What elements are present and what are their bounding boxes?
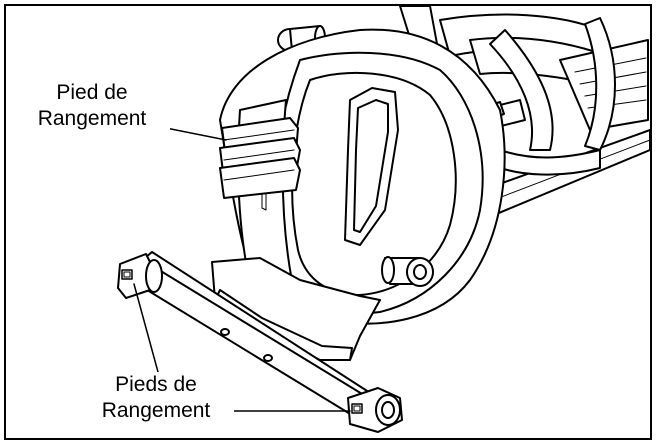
callout-top-line1: Pied de bbox=[56, 81, 128, 104]
callout-bottom-line1: Pieds de bbox=[115, 373, 197, 396]
callout-bottom-line2: Rangement bbox=[101, 399, 211, 422]
leader-line-top bbox=[165, 127, 227, 141]
storage-foot-top bbox=[219, 117, 301, 199]
leader-line-bottom-left bbox=[133, 283, 159, 373]
storage-foot-right bbox=[347, 387, 403, 433]
callout-storage-feet-bottom: Pieds de Rangement bbox=[78, 372, 234, 424]
callout-storage-foot-top: Pied de Rangement bbox=[14, 80, 170, 132]
pivot-knob bbox=[381, 256, 434, 287]
leader-lines bbox=[133, 127, 351, 412]
callout-top-line2: Rangement bbox=[37, 107, 147, 130]
diagram-border bbox=[4, 4, 652, 440]
storage-foot-left bbox=[117, 253, 163, 299]
flywheel-shroud bbox=[219, 28, 506, 325]
